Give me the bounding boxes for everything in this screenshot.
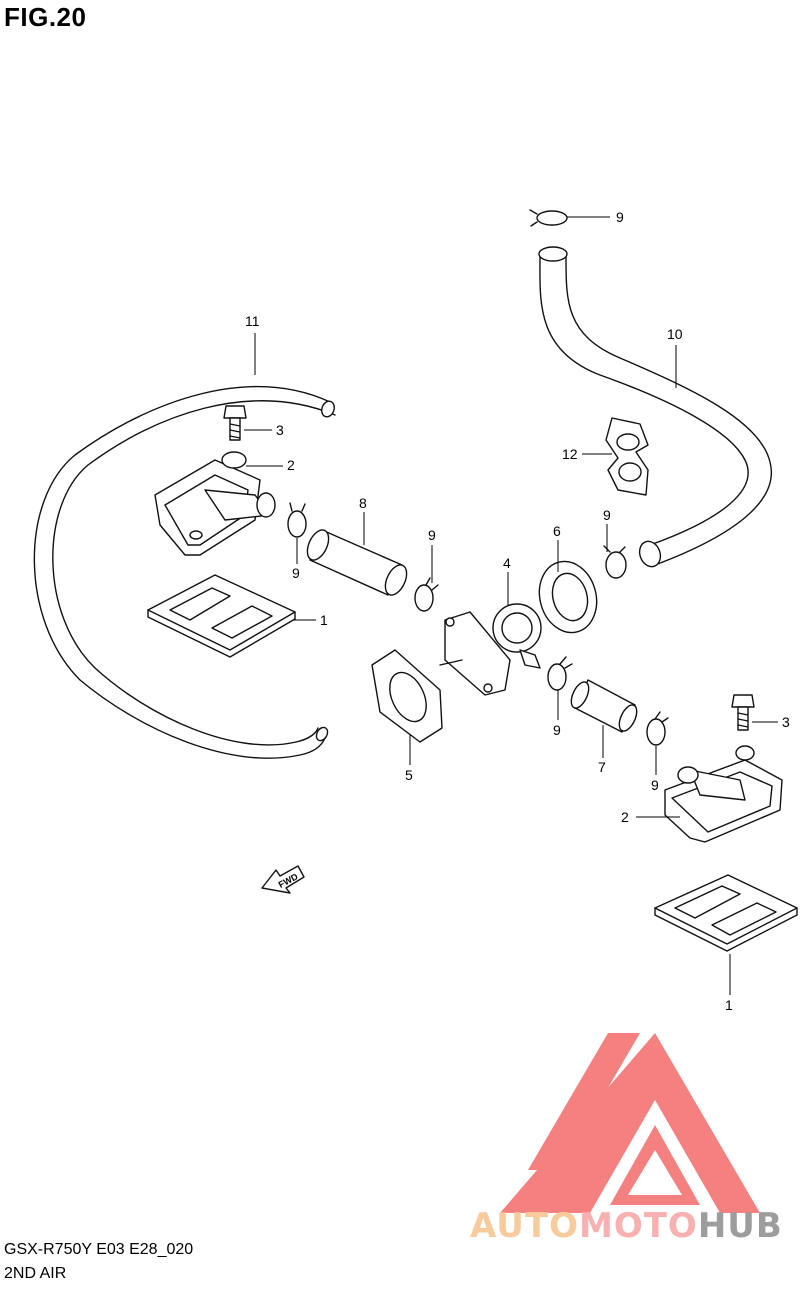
part-4-air-valve [439, 603, 542, 696]
section-caption: 2ND AIR [4, 1265, 67, 1282]
part-8-pipe [306, 529, 408, 596]
svg-text:AUTOMOTOHUB: AUTOMOTOHUB [470, 1206, 783, 1246]
callout-9-mid-right: 9 [603, 507, 611, 523]
part-11-hose [33, 386, 336, 759]
figure-title: FIG.20 [4, 2, 87, 32]
watermark-text-hub: HUB [698, 1206, 783, 1246]
callout-7: 7 [598, 759, 606, 775]
callout-9-top: 9 [616, 209, 624, 225]
part-10-hose [538, 246, 773, 568]
part-5-gasket [371, 649, 443, 743]
part-7-pipe [570, 679, 638, 733]
callout-2-upper: 2 [287, 457, 295, 473]
callout-12: 12 [562, 446, 578, 462]
part-9-clamps [287, 209, 669, 746]
watermark-triangle-inner [610, 1125, 700, 1205]
clamp-mid-left [414, 577, 439, 612]
model-code-caption: GSX-R750Y E03 E28_020 [4, 1241, 194, 1258]
watermark-logo: AUTOMOTOHUB [470, 1033, 783, 1246]
callout-8: 8 [359, 495, 367, 511]
watermark-triangle-left [528, 1033, 640, 1170]
clamp-center [547, 656, 573, 691]
callout-1-lower: 1 [725, 997, 733, 1013]
clamp-left [287, 502, 307, 538]
watermark-triangle-outer [500, 1033, 760, 1213]
callouts: 9 11 10 3 2 12 8 9 9 6 9 4 1 5 9 7 3 9 2… [245, 209, 790, 1013]
part-6-seal [538, 560, 598, 634]
clamp-top [529, 209, 568, 227]
callout-4: 4 [503, 555, 511, 571]
callout-9-left: 9 [292, 565, 300, 581]
leader-lines [244, 216, 778, 995]
part-3-bolt-lower [731, 694, 755, 731]
callout-10: 10 [667, 326, 683, 342]
part-12-clip [605, 417, 649, 496]
callout-9-center: 9 [553, 722, 561, 738]
clamp-lower [646, 711, 669, 746]
callout-11: 11 [245, 313, 260, 329]
callout-5: 5 [405, 767, 413, 783]
fwd-arrow: FWD [261, 865, 305, 894]
callout-9-mid-left: 9 [428, 527, 436, 543]
callout-9-lower: 9 [651, 777, 659, 793]
part-1-reed-plate-lower [654, 874, 798, 952]
part-1-reed-plate-upper [147, 574, 296, 658]
part-2-valve-cover-upper [154, 451, 276, 556]
callout-6: 6 [553, 523, 561, 539]
callout-1-upper: 1 [320, 612, 328, 628]
callout-2-lower: 2 [621, 809, 629, 825]
callout-3-upper: 3 [276, 422, 284, 438]
part-2-valve-cover-lower [664, 745, 783, 843]
watermark-text-auto: AUTO [470, 1206, 579, 1246]
clamp-mid-right [603, 545, 627, 579]
watermark-text-moto: MOTO [579, 1206, 698, 1246]
callout-3-lower: 3 [782, 714, 790, 730]
part-3-bolt-upper [223, 405, 247, 441]
